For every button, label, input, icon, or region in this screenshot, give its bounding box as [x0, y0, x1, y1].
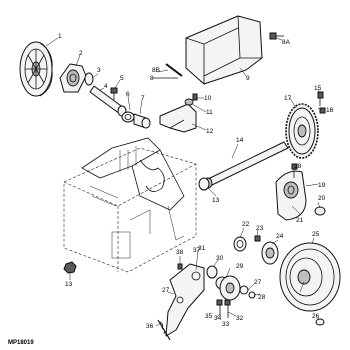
figure-reference: MP18019 [8, 340, 34, 346]
callout-13-right: 13 [212, 197, 220, 204]
pin-part-8 [153, 63, 183, 79]
callout-labels: 1 2 3 4 5 6 7 8 8B 8A 9 10 11 12 14 13 1… [8, 33, 334, 346]
callout-18: 18 [294, 163, 302, 170]
axle-part-4 [84, 72, 127, 117]
callout-36: 36 [146, 323, 154, 330]
callout-11: 11 [206, 109, 213, 116]
callout-37: 37 [193, 247, 201, 254]
idler-group-part-31 [206, 265, 241, 318]
callout-17: 17 [284, 95, 292, 102]
callout-8b: 8B [152, 67, 160, 74]
engine-frame [63, 137, 197, 273]
pulley-part-22 [233, 235, 261, 252]
callout-14: 14 [236, 137, 244, 144]
callout-32: 32 [236, 315, 244, 322]
cover-part-9 [185, 15, 263, 85]
callout-8: 8 [150, 75, 154, 82]
callout-22: 22 [242, 221, 250, 228]
callout-19: 19 [318, 182, 326, 189]
leader-lines [45, 37, 323, 327]
callout-30: 30 [216, 255, 224, 262]
callout-4: 4 [104, 83, 108, 90]
callout-27-right: 27 [254, 279, 262, 286]
callout-35: 35 [205, 313, 213, 320]
callout-12: 12 [206, 128, 214, 135]
pulley-part-25 [279, 242, 341, 312]
bolt-part-5 [110, 87, 118, 100]
collar-part-13 [198, 177, 210, 191]
bolt-part-15 [317, 91, 326, 114]
callout-3: 3 [97, 67, 101, 74]
callout-5: 5 [120, 75, 124, 82]
wheel-part-1 [19, 41, 53, 97]
callout-21: 21 [296, 217, 304, 224]
callout-7: 7 [141, 95, 145, 102]
callout-23: 23 [256, 225, 264, 232]
callout-24: 24 [276, 233, 284, 240]
callout-27-left: 27 [162, 287, 170, 294]
callout-28: 28 [258, 294, 266, 301]
callout-38: 38 [176, 249, 184, 256]
callout-26: 26 [312, 313, 320, 320]
gear-part-17 [285, 103, 319, 159]
fastener-part-8a [269, 32, 284, 40]
callout-13-left: 13 [65, 281, 73, 288]
callout-15: 15 [314, 85, 322, 92]
lever-part-36 [157, 263, 205, 341]
callout-9: 9 [246, 75, 250, 82]
callout-2: 2 [79, 50, 83, 57]
callout-25: 25 [312, 231, 320, 238]
bushing-part-7 [121, 111, 151, 129]
shaft-part-14 [203, 141, 289, 189]
bracket-part-12 [159, 93, 198, 133]
callout-33: 33 [222, 321, 230, 328]
callout-16: 16 [326, 107, 334, 114]
nut-part-13 [63, 261, 77, 274]
callout-6: 6 [126, 91, 130, 98]
idler-bracket-part-21 [275, 163, 326, 221]
pulley-part-24 [261, 241, 279, 265]
callout-31: 31 [198, 245, 206, 252]
callout-20: 20 [318, 195, 326, 202]
callout-8a: 8A [282, 39, 291, 46]
callout-29: 29 [236, 263, 244, 270]
callout-10: 10 [204, 95, 212, 102]
flange-part-2 [59, 63, 87, 93]
callout-1: 1 [58, 33, 62, 40]
callout-34: 34 [214, 315, 222, 322]
